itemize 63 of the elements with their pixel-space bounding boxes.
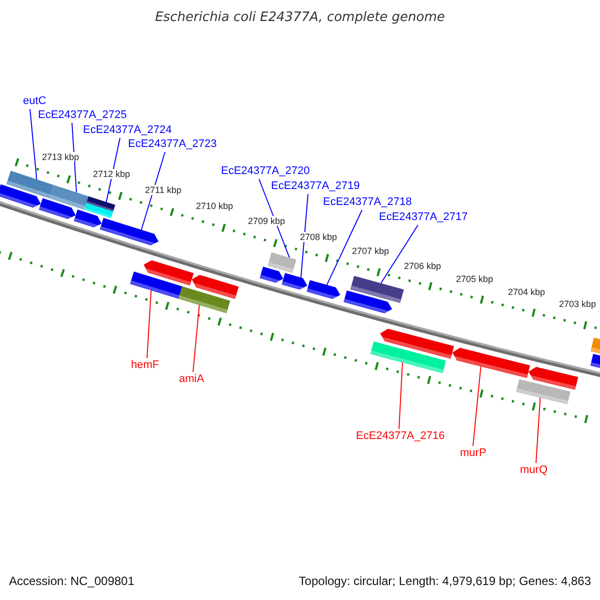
gene-feature	[452, 348, 530, 378]
gene-feature	[590, 354, 600, 370]
gene-feature	[6, 170, 54, 198]
leader-line	[326, 210, 362, 286]
gene-feature	[178, 286, 230, 314]
gene-label: EcE24377A_2716	[356, 430, 445, 443]
gene-feature	[49, 184, 88, 210]
genome-stats-text: Topology: circular; Length: 4,979,619 bp; Genes: 4,863	[298, 574, 591, 588]
scale-label: 2710 kbp	[195, 201, 234, 211]
scale-label: 2705 kbp	[455, 274, 494, 284]
gene-label: EcE24377A_2718	[323, 196, 412, 209]
gene-label: EcE24377A_2720	[221, 165, 310, 178]
leader-line	[258, 178, 290, 258]
gene-label: hemF	[131, 359, 160, 372]
gene-feature	[306, 280, 340, 300]
leader-line	[380, 224, 418, 284]
gene-feature	[282, 272, 308, 291]
scale-label: 2711 kbp	[144, 185, 182, 195]
gene-feature	[0, 184, 41, 209]
gene-label: EcE24377A_2719	[271, 180, 360, 193]
gene-feature	[528, 366, 578, 390]
gene-label: EcE24377A_2725	[38, 109, 127, 122]
gene-label: EcE24377A_2723	[128, 138, 217, 151]
leader-line	[146, 290, 152, 358]
leader-line	[72, 122, 77, 193]
gene-label: murP	[460, 447, 486, 460]
gene-label: murQ	[520, 464, 548, 477]
scale-label: 2706 kbp	[403, 261, 442, 271]
scale-label: 2712 kbp	[92, 169, 132, 179]
gene-label: EcE24377A_2717	[379, 211, 468, 224]
gene-label: amiA	[179, 373, 204, 386]
gene-label: eutC	[23, 95, 46, 108]
gene-feature	[86, 196, 116, 212]
diagram-title: Escherichia coli E24377A, complete genome	[154, 10, 446, 25]
gene-feature	[370, 341, 446, 374]
gene-feature	[350, 276, 404, 304]
scale-label: 2703 kbp	[558, 299, 598, 309]
leader-line	[300, 194, 308, 278]
gene-feature	[84, 202, 114, 218]
leader-line	[472, 366, 482, 446]
scale-label: 2704 kbp	[507, 287, 546, 297]
gene-feature	[192, 274, 239, 300]
accession-text: Accession: NC_009801	[9, 574, 134, 588]
gene-feature	[516, 379, 570, 404]
gene-feature	[130, 272, 184, 300]
scale-label: 2708 kbp	[299, 232, 338, 242]
gene-feature	[144, 260, 194, 286]
gene-feature	[268, 252, 296, 274]
gene-feature	[260, 266, 284, 284]
leader-line	[536, 397, 541, 464]
leader-line	[30, 108, 38, 180]
scale-label: 2707 kbp	[351, 246, 390, 256]
scale-label: 2713 kbp	[41, 152, 80, 162]
scale-label: 2709 kbp	[247, 216, 286, 226]
gene-feature	[74, 210, 102, 228]
leader-line	[398, 362, 403, 430]
leader-line	[140, 152, 166, 230]
leader-line	[192, 304, 200, 372]
gene-feature	[100, 218, 159, 246]
gene-feature	[38, 198, 76, 220]
gene-feature	[380, 328, 454, 359]
gene-feature	[344, 290, 392, 314]
gene-label: EcE24377A_2724	[83, 124, 172, 137]
